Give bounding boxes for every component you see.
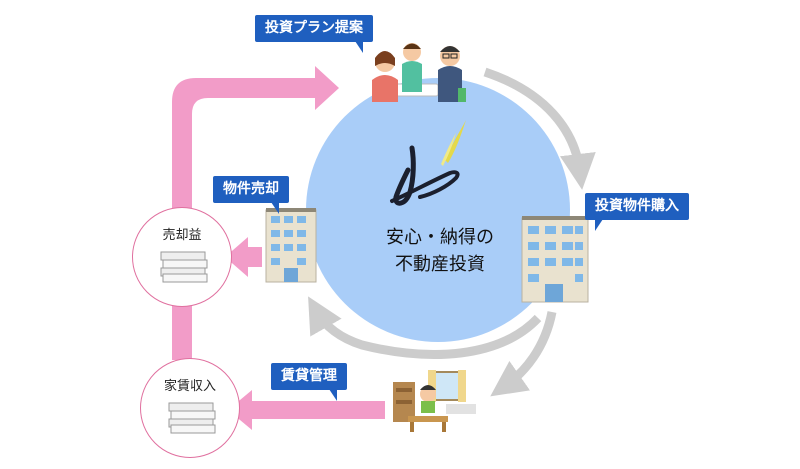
living-room-icon: [393, 370, 476, 432]
center-circle: [306, 78, 570, 342]
cycle-arrow-bottom-right: [490, 311, 557, 397]
tag-label: 賃貸管理: [281, 368, 337, 384]
tag-label: 投資物件購入: [595, 198, 679, 214]
badge-rental-income: 家賃収入: [140, 358, 240, 458]
center-caption: 安心・納得の 不動産投資: [355, 224, 525, 278]
family-consultation-icon: [372, 43, 466, 102]
tag-property-sale: 物件売却: [213, 176, 289, 214]
money-stack-icon: [160, 251, 208, 283]
tag-label: 物件売却: [223, 181, 279, 197]
tag-property-purchase: 投資物件購入: [585, 193, 689, 231]
pink-arrow-rental: [228, 390, 385, 430]
pink-arrow-sale: [225, 237, 262, 277]
apartment-building-icon: [265, 208, 317, 283]
badge-sale-profit: 売却益: [132, 207, 232, 307]
apartment-building-icon: [521, 216, 589, 303]
tag-investment-plan-proposal: 投資プラン提案: [255, 15, 373, 53]
tag-label: 投資プラン提案: [265, 20, 363, 36]
money-stack-icon: [168, 402, 216, 434]
badge-label: 売却益: [162, 228, 202, 243]
cycle-arrow-bottom: [308, 296, 542, 359]
tag-rental-management: 賃貸管理: [271, 363, 347, 401]
badge-label: 家賃収入: [163, 379, 216, 394]
center-caption-line2: 不動産投資: [395, 254, 485, 275]
logo-icon: [390, 120, 466, 206]
center-caption-line1: 安心・納得の: [386, 227, 494, 248]
pink-connector: [172, 300, 192, 360]
cycle-arrow-top-right: [483, 67, 596, 190]
